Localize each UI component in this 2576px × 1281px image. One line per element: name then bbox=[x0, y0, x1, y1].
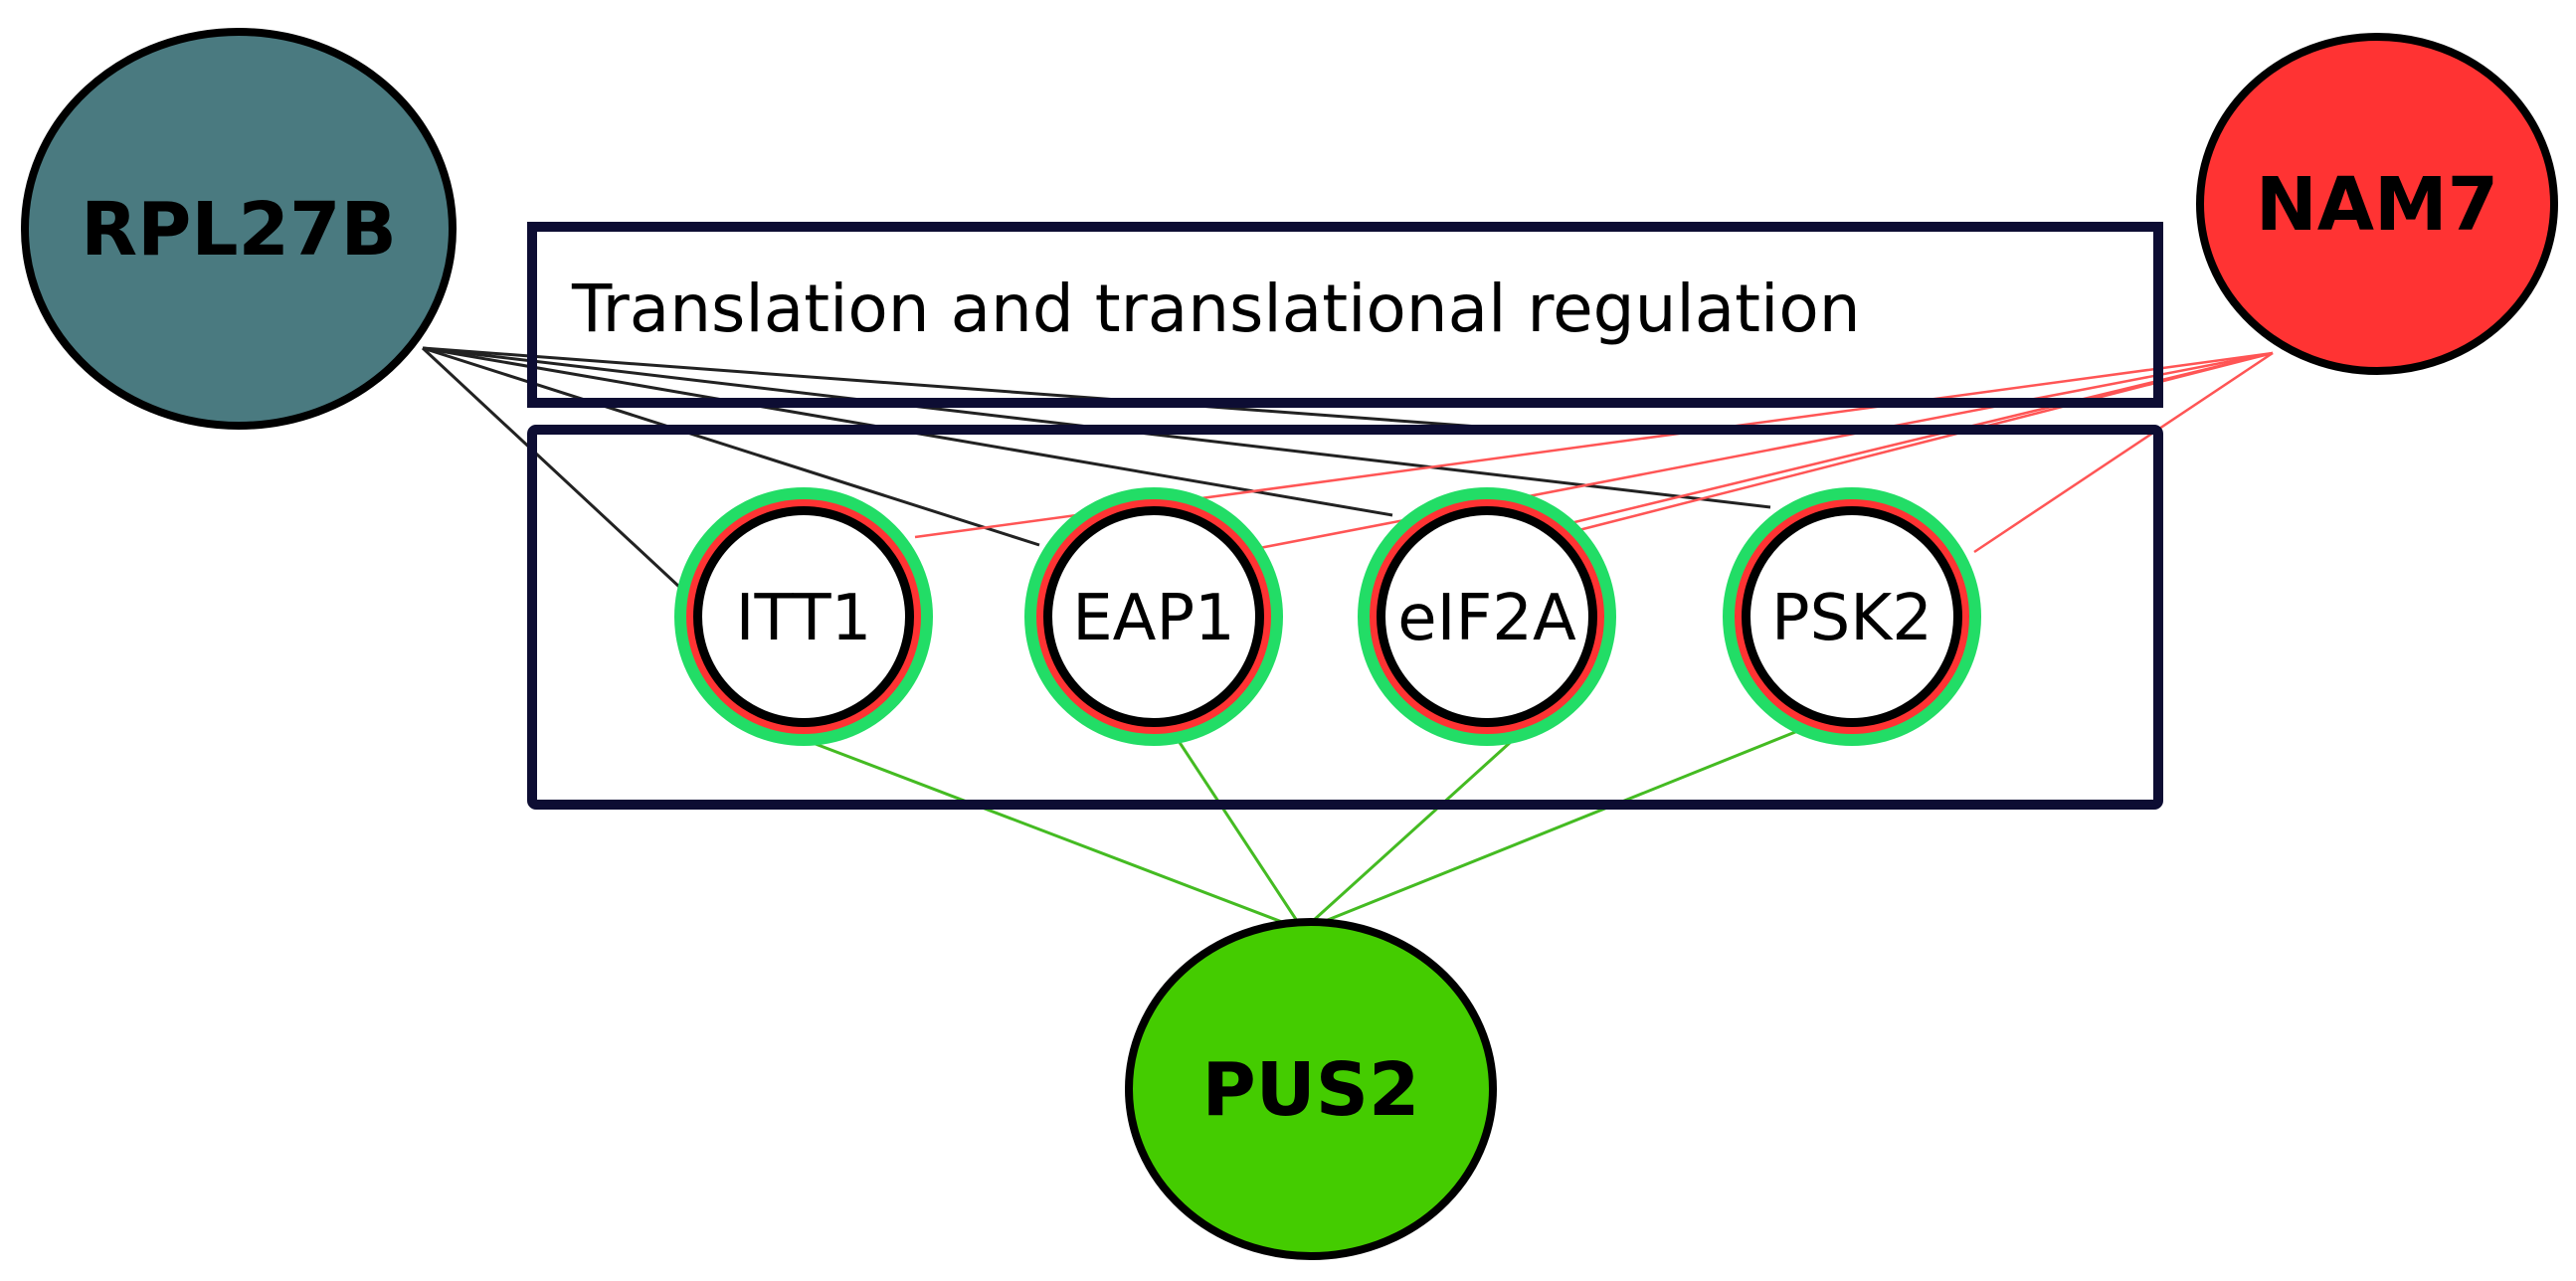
hub-node-pus2: PUS2 bbox=[1125, 918, 1497, 1260]
hub-label: PUS2 bbox=[1201, 1047, 1419, 1133]
hub-label: RPL27B bbox=[81, 187, 397, 273]
edge-pus2-psk2 bbox=[1302, 724, 1811, 932]
edge-rpl27b-box bbox=[422, 346, 1493, 430]
edge-pus2-itt1 bbox=[807, 739, 1304, 932]
pus2-edges bbox=[807, 724, 1811, 932]
title-box bbox=[527, 222, 2163, 408]
hub-label: NAM7 bbox=[2256, 162, 2498, 248]
gene-node-psk2: PSK2 bbox=[1723, 487, 1981, 746]
gene-node-eap1: EAP1 bbox=[1024, 487, 1283, 746]
gene-node-itt1: ITT1 bbox=[674, 487, 933, 746]
edge-pus2-eif2a bbox=[1301, 739, 1514, 932]
gene-node-eif2a: eIF2A bbox=[1358, 487, 1616, 746]
title-text: Translation and translational regulation bbox=[571, 271, 1861, 347]
edge-pus2-eap1 bbox=[1177, 740, 1305, 931]
edge-rpl27b-eap1 bbox=[422, 346, 1040, 547]
gene-label: ITT1 bbox=[736, 582, 872, 655]
hub-node-rpl27b: RPL27B bbox=[21, 28, 457, 430]
edge-rpl27b-itt1 bbox=[421, 346, 681, 589]
gene-label: PSK2 bbox=[1771, 582, 1932, 655]
gene-group-box bbox=[527, 425, 2163, 810]
gene-label: EAP1 bbox=[1072, 582, 1235, 655]
gene-label: eIF2A bbox=[1397, 582, 1576, 655]
hub-node-nam7: NAM7 bbox=[2196, 33, 2558, 375]
edge-nam7-psk2 bbox=[1973, 351, 2274, 554]
edge-nam7-box bbox=[1471, 351, 2274, 549]
edge-nam7-eif2a bbox=[1551, 351, 2274, 539]
edge-nam7-eap1 bbox=[1222, 351, 2274, 557]
